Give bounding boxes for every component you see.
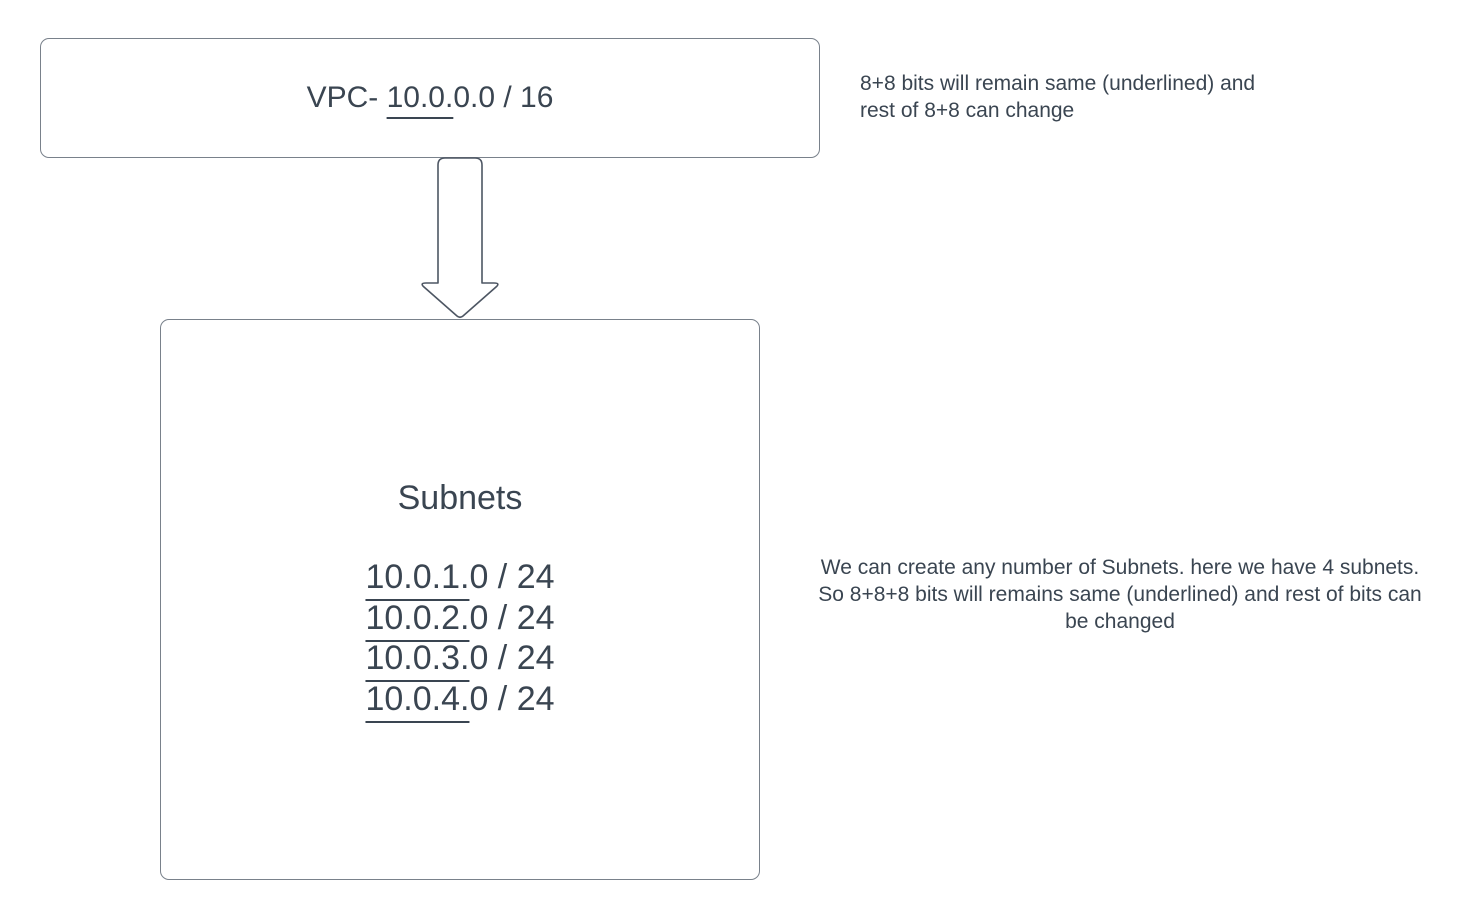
subnet-cidr-underlined-segment: 10.0.4. — [365, 679, 470, 718]
subnet-cidr-underlined-segment: 10.0.3. — [365, 639, 470, 677]
vpc-annotation-line: 8+8 bits will remain same (underlined) a… — [860, 72, 1256, 95]
subnets-annotation: We can create any number of Subnets. her… — [800, 554, 1440, 635]
subnet-item: 10.0.3.0 / 24 — [160, 638, 760, 679]
subnet-list: 10.0.1.0 / 24 10.0.2.0 / 24 10.0.3.0 / 2… — [160, 557, 760, 719]
subnets-annotation-line: So 8+8+8 bits will remains same (underli… — [818, 583, 1422, 606]
subnets-title: Subnets — [397, 479, 523, 517]
arrow-down-icon — [421, 157, 499, 319]
subnet-cidr-underlined-segment: 10.0.1. — [365, 558, 470, 596]
subnet-cidr-rest-segment: 0 / 24 — [469, 558, 555, 596]
subnet-item: 10.0.2.0 / 24 — [160, 598, 760, 639]
subnets-annotation-line: We can create any number of Subnets. her… — [820, 556, 1420, 579]
vpc-cidr-rest-segment: 0.0 / 16 — [453, 81, 554, 114]
subnet-item: 10.0.1.0 / 24 — [160, 557, 760, 598]
vpc-cidr-underlined-segment: 10.0. — [386, 81, 454, 114]
vpc-annotation-line: rest of 8+8 can change — [860, 99, 1075, 122]
subnets-annotation-line: be changed — [1065, 610, 1175, 633]
vpc-box: VPC- 10.0.0.0 / 16 — [40, 38, 820, 158]
vpc-label-prefix: VPC- — [306, 81, 387, 114]
subnet-cidr-rest-segment: 0 / 24 — [469, 679, 555, 718]
subnet-cidr-underlined-segment: 10.0.2. — [365, 598, 470, 637]
subnet-cidr-rest-segment: 0 / 24 — [469, 639, 555, 677]
subnet-cidr-rest-segment: 0 / 24 — [469, 598, 555, 637]
subnets-box — [160, 319, 760, 880]
vpc-label: VPC- 10.0.0.0 / 16 — [307, 81, 554, 115]
vpc-annotation: 8+8 bits will remain same (underlined) a… — [860, 70, 1255, 124]
subnet-item: 10.0.4.0 / 24 — [160, 679, 760, 720]
